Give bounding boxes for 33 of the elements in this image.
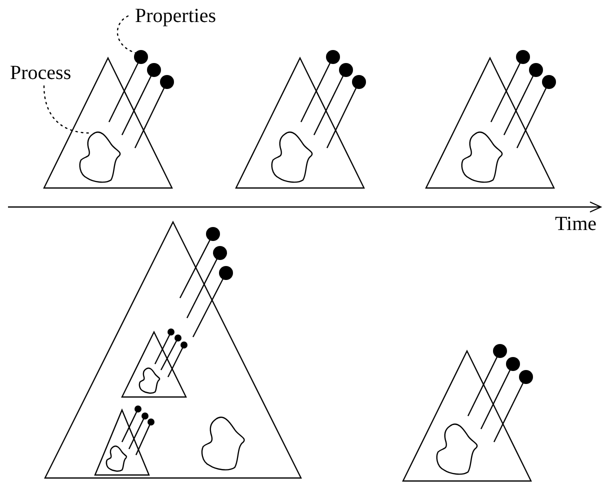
property-pin: [128, 412, 148, 450]
callout-label: Process: [10, 63, 72, 83]
process-blob: [106, 446, 128, 472]
property-pin: [326, 75, 366, 148]
callout-label: Properties: [135, 6, 216, 26]
property-pin: [186, 246, 227, 318]
process-blob: [436, 424, 478, 475]
leader-line: [116, 15, 136, 54]
property-pin: [154, 328, 174, 364]
property-pin: [135, 418, 154, 456]
property-pin: [121, 63, 161, 136]
property-pin: [134, 75, 174, 148]
property-pin: [516, 75, 556, 148]
leader-line: [43, 85, 91, 134]
property-pin: [108, 50, 148, 122]
property-pin: [121, 406, 142, 442]
property-pin: [313, 63, 353, 136]
process-blob: [461, 132, 503, 183]
property-pin: [192, 266, 233, 338]
process-blob: [201, 416, 245, 470]
process-blob: [79, 132, 121, 183]
process-blob: [138, 368, 160, 394]
property-pin: [467, 344, 507, 416]
property-pin: [300, 50, 340, 122]
property-pin: [493, 370, 533, 442]
property-pin: [480, 357, 520, 430]
property-pin: [160, 334, 182, 370]
property-pin: [179, 227, 220, 298]
property-pin: [167, 342, 188, 378]
process-blob: [271, 132, 313, 183]
axis-label: Time: [555, 214, 597, 234]
property-pin: [503, 63, 543, 136]
property-pin: [490, 50, 530, 122]
